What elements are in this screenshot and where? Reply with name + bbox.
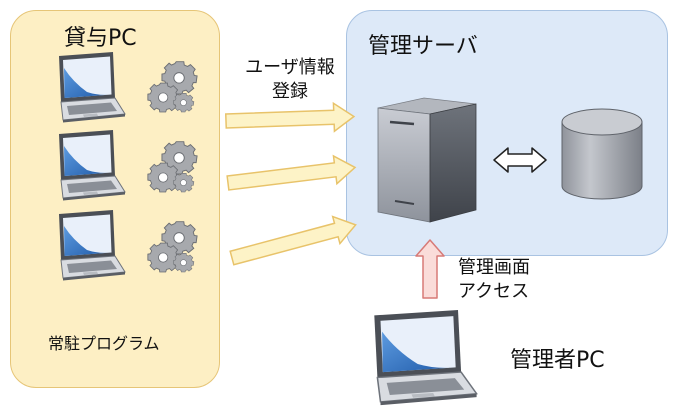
access-label: 管理画面 アクセス (458, 256, 530, 304)
resident-program-1-gears-icon (148, 62, 197, 112)
lending-pc-1-laptop-icon (58, 51, 126, 123)
registration-label-line1: ユーザ情報 (245, 57, 335, 78)
registration-arrow-1 (224, 101, 356, 136)
admin-access-arrow (415, 239, 445, 299)
management-server-group-title: 管理サーバ (368, 34, 478, 59)
admin-pc-label: 管理者PC (510, 348, 605, 373)
registration-arrow-3 (227, 210, 361, 273)
registration-label: ユーザ情報 登録 (238, 56, 342, 104)
resident-program-3-gears-icon (148, 222, 197, 272)
access-label-line2: アクセス (458, 281, 530, 302)
lending-pc-3-laptop-icon (58, 209, 126, 281)
database-cylinder-icon (561, 108, 643, 200)
registration-label-line2: 登録 (272, 81, 308, 102)
lending-pc-2-laptop-icon (58, 129, 126, 201)
resident-program-caption: 常駐プログラム (48, 334, 160, 353)
access-label-line1: 管理画面 (458, 257, 530, 278)
server-tower-icon (377, 97, 477, 223)
bidirectional-arrow-icon (493, 147, 547, 173)
lending-pc-group-title: 貸与PC (64, 26, 137, 51)
registration-arrow-2 (225, 152, 358, 198)
resident-program-2-gears-icon (148, 142, 197, 192)
admin-pc-laptop-icon (373, 309, 478, 406)
